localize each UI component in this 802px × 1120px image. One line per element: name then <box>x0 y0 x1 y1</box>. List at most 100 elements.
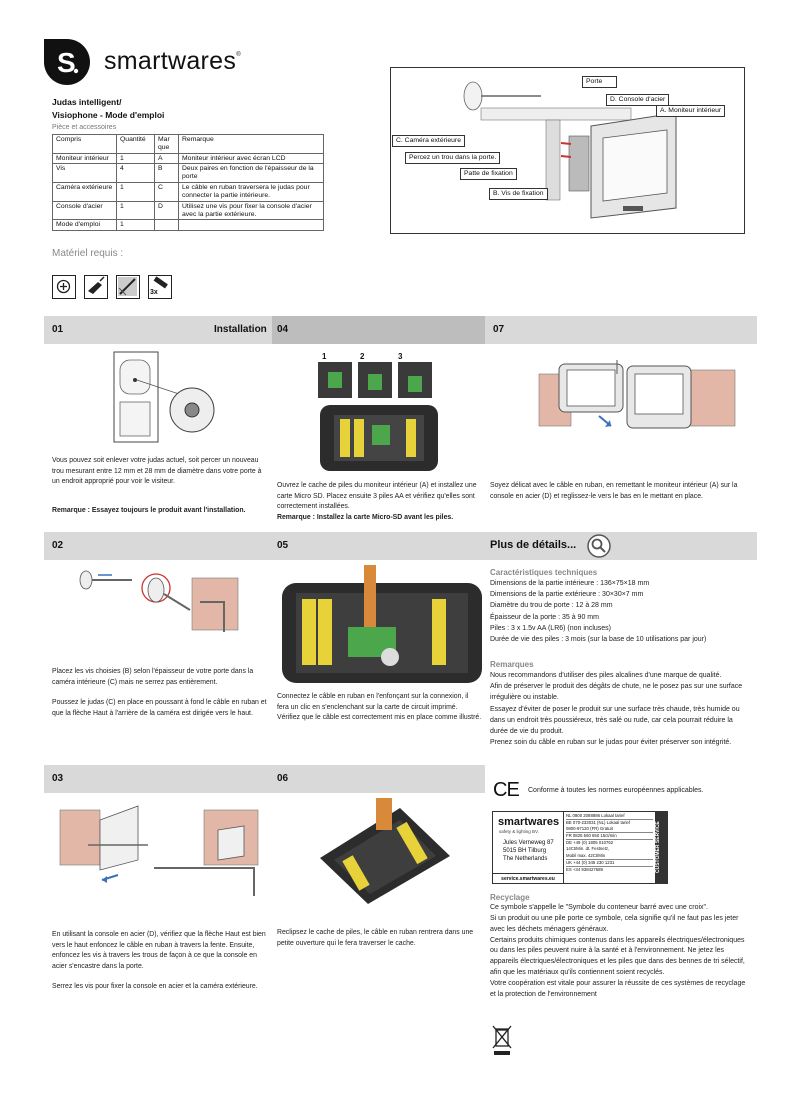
section-05-number: 05 <box>277 540 289 551</box>
table-header-cell: Compris <box>52 134 117 154</box>
spec-item: Dimensions de la partie extérieure : 30×… <box>490 591 644 599</box>
cs-side-label: CUSTOMER SERVICE <box>655 812 667 883</box>
recycling-list: Ce symbole s'appelle le "Symbole du cont… <box>490 903 752 1001</box>
customer-service-box: smartwares safety & lighting BV. Jules V… <box>492 811 668 884</box>
specs-title: Caractéristiques techniques <box>490 568 598 577</box>
ce-text: Conforme à toutes les normes européennes… <box>528 787 704 794</box>
required-tools-label: Matériel requis : <box>52 248 124 259</box>
section-03-number: 03 <box>52 773 64 784</box>
mount-monitor-illustration <box>537 356 737 440</box>
table-cell: Moniteur intérieur avec écran LCD <box>178 152 324 165</box>
cs-address: Jules Verneweg 87 5015 BH Tilburg The Ne… <box>503 840 554 862</box>
table-cell: A <box>154 152 179 165</box>
step-1-label: 1 <box>322 352 327 361</box>
table-header-cell: Mar que <box>154 134 179 154</box>
table-cell: 4 <box>116 163 155 184</box>
cs-phone-line: NL 0900 2088886 Lokaal tarief <box>566 813 653 821</box>
step-2-label: 2 <box>360 352 365 361</box>
cs-phone-line: ES +34 938427589 <box>566 866 603 872</box>
ribbon-cable-connection-illustration <box>282 565 482 694</box>
drill-bit-icon <box>116 275 140 299</box>
section-05-text: Connectez le câble en ruban en l'enfonça… <box>277 693 482 722</box>
diagram-label-camera: C. Caméra extérieure <box>392 135 465 148</box>
brand-name: smartwares® <box>104 47 241 75</box>
table-header-cell: Remarque <box>178 134 324 154</box>
section-07-text: Soyez délicat avec le câble en ruban, en… <box>490 482 738 500</box>
screw-camera-illustration <box>72 562 242 651</box>
close-cover-illustration <box>320 798 452 912</box>
table-cell <box>154 219 179 232</box>
section-01-text: Vous pouvez soit enlever votre judas act… <box>52 457 262 486</box>
recycling-title: Recyclage <box>490 893 530 902</box>
section-06-bar <box>272 765 485 793</box>
recycling-item: Si un produit ou une pile porte ce symbo… <box>490 914 739 933</box>
table-cell <box>178 219 324 232</box>
spec-item: Durée de vie des piles : 3 mois (sur la … <box>490 635 707 643</box>
steel-console-illustration <box>58 800 270 904</box>
remark-item: Essayez d'éviter de poser le produit sur… <box>490 705 740 735</box>
cs-phone-line: 0800-97120 (FR) Gratuit <box>566 826 653 834</box>
cs-phone-line: Mobil max. 42Ct/Min <box>566 853 653 860</box>
sd-card-steps-illustration <box>318 362 442 402</box>
cs-tagline: safety & lighting BV. <box>499 829 539 834</box>
spec-item: Dimensions de la partie intérieure : 136… <box>490 580 650 587</box>
table-cell: Vis <box>52 163 117 184</box>
table-cell: Deux paires en fonction de l'épaisseur d… <box>178 163 324 184</box>
diagram-label-porte: Porte <box>582 76 617 89</box>
section-04-bar <box>272 316 485 344</box>
remark-item: Nous recommandons d'utiliser des piles a… <box>490 672 722 679</box>
specs-list: Dimensions de la partie intérieure : 136… <box>490 578 752 645</box>
section-02-text-2: Poussez le judas (C) en place en poussan… <box>52 699 267 717</box>
diagram-label-console: D. Console d'acier <box>606 94 670 107</box>
table-cell: 1 <box>116 182 155 202</box>
remarks-title: Remarques <box>490 660 534 669</box>
table-cell: Caméra extérieure <box>52 182 117 202</box>
table-cell: Moniteur intérieur <box>52 152 117 165</box>
section-07-number: 07 <box>493 324 505 335</box>
table-cell: B <box>154 163 179 184</box>
diagram-label-moniteur: A. Moniteur intérieur <box>656 105 726 118</box>
remark-item: Afin de préserver le produit des dégâts … <box>490 683 743 702</box>
diagram-label-percez: Percez un trou dans la porte. <box>405 152 501 165</box>
cs-phone-line: BE 070-233031 (NL) Lokaal tarief <box>566 820 631 826</box>
section-04-text: Ouvrez le cache de piles du moniteur int… <box>277 482 477 511</box>
section-01-title: Installation <box>214 324 267 335</box>
spec-item: Épaisseur de la porte : 35 à 90 mm <box>490 613 599 621</box>
crossed-bin-icon <box>492 1024 512 1060</box>
brand-logo-icon: S <box>44 39 90 85</box>
cs-phone-line: DE +49 (0) 1805 010762 <box>566 840 614 846</box>
section-03-bar <box>44 765 272 793</box>
table-cell: Le câble en ruban traversera le judas po… <box>178 182 324 202</box>
table-cell: Console d'acier <box>52 200 117 221</box>
section-06-number: 06 <box>277 773 289 784</box>
parts-subtitle: Pièce et accessoires <box>52 124 117 131</box>
section-05-bar <box>272 532 485 560</box>
section-01-note: Remarque : Essayez toujours le produit a… <box>52 507 246 514</box>
table-header-cell: Quantité <box>116 134 155 154</box>
battery-compartment-illustration <box>320 405 438 475</box>
remark-item: Prenez soin du câble en ruban sur le jud… <box>490 739 732 747</box>
table-cell: Utilisez une vis pour fixer la console d… <box>178 200 324 221</box>
section-03-text-2: Serrez les vis pour fixer la console en … <box>52 983 258 990</box>
recycling-item: Certains produits chimiques contenus dan… <box>490 936 745 977</box>
spec-item: Piles : 3 x 1.5v AA (LR6) (non incluses) <box>490 624 611 632</box>
remarks-list: Nous recommandons d'utiliser des piles a… <box>490 670 752 748</box>
recycling-item: Ce symbole s'appelle le "Symbole du cont… <box>490 904 708 911</box>
section-06-text: Reclipsez le cache de piles, le câble en… <box>277 929 474 947</box>
section-02-text-1: Placez les vis choisies (B) selon l'épai… <box>52 668 254 686</box>
table-cell: 1 <box>116 152 155 165</box>
battery-quantity: 3x <box>150 289 158 297</box>
section-04-note: Remarque : Installez la carte Micro-SD a… <box>277 514 454 521</box>
table-cell: Mode d'emploi <box>52 219 117 232</box>
section-02-bar <box>44 532 272 560</box>
magnifier-icon <box>587 534 611 562</box>
section-01-number: 01 <box>52 324 64 335</box>
diagram-label-patte: Patte de fixation <box>460 168 517 181</box>
